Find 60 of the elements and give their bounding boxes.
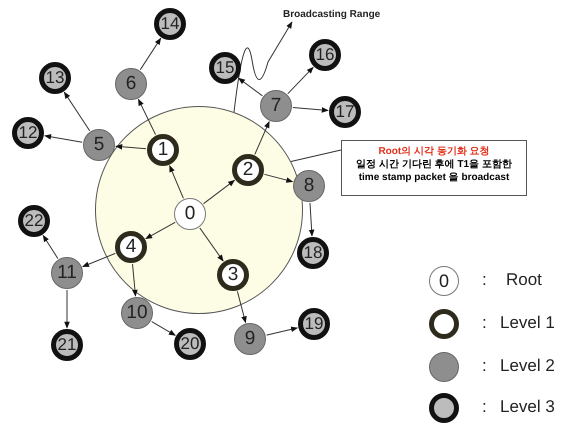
level-2-node: 7	[260, 90, 292, 122]
level-3-node: 15	[209, 52, 241, 84]
range-label: Broadcasting Range	[283, 8, 380, 22]
arrow	[140, 38, 162, 70]
arrow	[42, 234, 58, 260]
arrow	[287, 66, 314, 94]
level-3-node: 14	[154, 8, 186, 40]
arrow	[199, 227, 224, 262]
level-3-node: 20	[174, 328, 206, 360]
level-1-node: 2	[232, 154, 264, 186]
level-1-node: 3	[217, 259, 249, 291]
legend-node-number: 0	[438, 270, 449, 292]
level-3-node: 18	[297, 237, 329, 269]
arrow	[64, 92, 90, 132]
level-3-node: 12	[12, 117, 44, 149]
level-3-node: 16	[309, 39, 341, 71]
level-2-node: 10	[121, 297, 153, 329]
root-node: 0	[174, 198, 206, 230]
level-1-node: 4	[115, 231, 147, 263]
separator-colon: :	[482, 356, 487, 376]
level-3-node: 17	[329, 96, 361, 128]
leader-line	[290, 150, 342, 162]
level-1-node: 1	[147, 134, 179, 166]
arrow	[308, 202, 314, 237]
callout-heading: Root의 시각 동기화 요청	[377, 145, 491, 158]
separator-colon: :	[482, 270, 487, 290]
arrow	[82, 252, 116, 268]
legend-label: Level 3	[500, 397, 555, 417]
callout-text: 일정 시간 기다린 후에 T1을 포함한 time stamp packet 을 broadcast	[355, 158, 513, 184]
level-3-node: 13	[39, 62, 71, 94]
level-2-node: 8	[293, 170, 325, 202]
arrow	[266, 326, 298, 336]
level-3-node: 21	[51, 329, 83, 361]
arrow	[238, 78, 263, 96]
arrow	[236, 290, 247, 324]
arrow	[64, 290, 70, 329]
level-2-node: 6	[115, 68, 147, 100]
arrow	[169, 165, 184, 199]
level-3-node: 19	[298, 308, 330, 340]
leader-line	[234, 21, 292, 113]
arrow	[292, 107, 329, 113]
separator-colon: :	[482, 397, 487, 417]
arrow	[151, 321, 176, 336]
level-3-node: 22	[18, 205, 50, 237]
level-2-node: 5	[83, 129, 115, 161]
arrow	[254, 120, 270, 155]
arrow	[145, 222, 176, 240]
arrow	[115, 144, 147, 150]
legend-label: Level 2	[500, 356, 555, 376]
level-2-node: 11	[51, 257, 83, 289]
legend-label: Root	[506, 270, 542, 290]
arrow	[203, 180, 236, 204]
level-2-node: 9	[234, 323, 266, 355]
arrow	[132, 263, 138, 297]
legend-label: Level 1	[500, 313, 555, 333]
separator-colon: :	[482, 313, 487, 333]
arrow	[44, 134, 83, 143]
arrow	[264, 174, 294, 183]
callout-box	[341, 140, 527, 196]
arrow	[138, 98, 156, 136]
